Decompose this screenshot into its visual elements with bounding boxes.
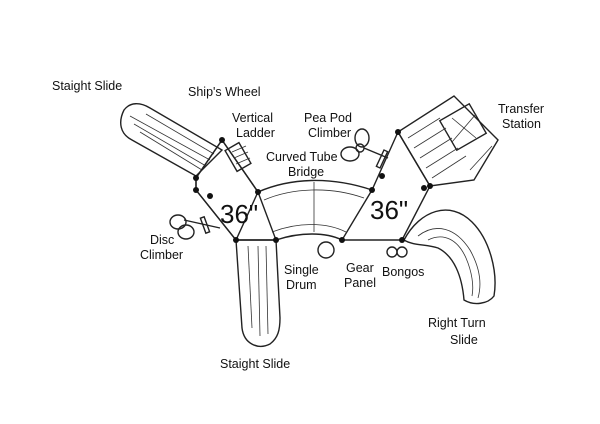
label-left-deck-size: 36" xyxy=(220,199,258,229)
transfer-station xyxy=(397,95,499,187)
vertical-ladder xyxy=(224,141,252,173)
pea-pod-climber xyxy=(340,128,389,169)
disc-climber xyxy=(169,214,221,240)
curved-tube-bridge xyxy=(257,179,373,241)
single-drum xyxy=(317,241,335,259)
label-pea-pod-line1: Pea Pod xyxy=(304,111,352,125)
label-ships-wheel: Ship's Wheel xyxy=(188,85,261,99)
label-curved-tube-line2: Bridge xyxy=(288,165,324,179)
label-vertical-ladder-line1: Vertical xyxy=(232,111,273,125)
label-right-turn-line2: Slide xyxy=(450,333,478,347)
label-gear-panel-line2: Panel xyxy=(344,276,376,290)
label-staight-slide-bottom: Staight Slide xyxy=(220,357,290,371)
label-bongos: Bongos xyxy=(382,265,424,279)
label-vertical-ladder-line2: Ladder xyxy=(236,126,275,140)
label-single-drum-line1: Single xyxy=(284,263,319,277)
label-staight-slide-top: Staight Slide xyxy=(52,79,122,93)
bongos xyxy=(386,246,408,258)
label-single-drum-line2: Drum xyxy=(286,278,317,292)
label-disc-climber-line2: Climber xyxy=(140,248,183,262)
label-curved-tube-line1: Curved Tube xyxy=(266,150,338,164)
label-disc-climber-line1: Disc xyxy=(150,233,174,247)
label-transfer-line1: Transfer xyxy=(498,102,544,116)
label-right-deck-size: 36" xyxy=(370,195,408,225)
connection-points xyxy=(193,129,433,243)
straight-slide-bottom xyxy=(235,239,281,347)
right-turn-slide xyxy=(403,209,496,305)
straight-slide-top-left xyxy=(120,103,224,177)
label-pea-pod-line2: Climber xyxy=(308,126,351,140)
label-transfer-line2: Station xyxy=(502,117,541,131)
label-right-turn-line1: Right Turn xyxy=(428,316,486,330)
label-gear-panel-line1: Gear xyxy=(346,261,374,275)
